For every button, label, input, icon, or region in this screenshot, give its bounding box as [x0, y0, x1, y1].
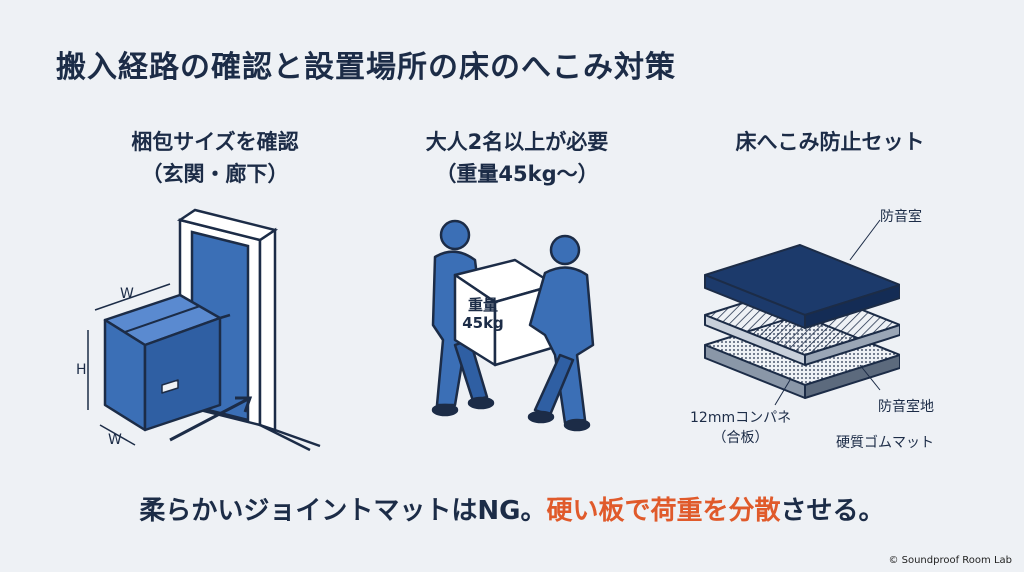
bottom-message-accent: 硬い板で荷重を分散	[546, 496, 781, 526]
two-people-carrying-illustration	[431, 219, 595, 432]
dimension-lines	[87, 283, 171, 446]
heading-line: 梱包サイズを確認	[131, 130, 299, 154]
package-box	[103, 293, 222, 432]
heading-two-people: 大人2名以上が必要 （重量45kg〜）	[372, 126, 662, 190]
layer-label-plywood: 12mmコンパネ （合板）	[690, 408, 791, 448]
bottom-message-normal: 柔らかいジョイントマットはNG。	[139, 496, 547, 526]
dim-label-w-bottom: W	[108, 432, 122, 448]
box-weight-label: 重量 45kg	[458, 296, 508, 332]
plywood-line: 12mmコンパネ	[690, 410, 792, 426]
heading-line: 床へこみ防止セット	[735, 130, 925, 154]
heading-line: （重量45kg〜）	[435, 162, 599, 186]
bottom-message: 柔らかいジョイントマットはNG。硬い板で荷重を分散させる。	[0, 490, 1024, 527]
dim-label-h: H	[76, 362, 87, 378]
leader-lines	[774, 219, 881, 406]
box-weight-line: 重量	[467, 296, 498, 314]
heading-line: （玄関・廊下）	[141, 162, 289, 186]
bottom-message-tail: させる。	[780, 496, 885, 526]
heading-line: 大人2名以上が必要	[425, 130, 609, 154]
layer-label-rubber: 硬質ゴムマット	[836, 435, 934, 451]
dim-label-w-top: W	[120, 286, 134, 302]
soundproof-room-layer	[704, 244, 900, 329]
floor-layer-illustration	[704, 219, 900, 406]
heading-floor-protection: 床へこみ防止セット	[690, 126, 970, 158]
page-title: 搬入経路の確認と設置場所の床のへこみ対策	[56, 50, 676, 85]
layer-label-top: 防音室	[880, 209, 922, 225]
heading-package-size: 梱包サイズを確認 （玄関・廊下）	[70, 126, 360, 190]
door-and-box-illustration	[87, 208, 321, 452]
box-weight-line: 45kg	[462, 314, 504, 332]
copyright-text: © Soundproof Room Lab	[888, 555, 1012, 566]
worker-right-icon	[527, 234, 595, 432]
layer-label-middle: 防音室地	[878, 399, 934, 415]
plywood-line: （合板）	[712, 430, 769, 446]
arrow-icon	[169, 396, 253, 442]
